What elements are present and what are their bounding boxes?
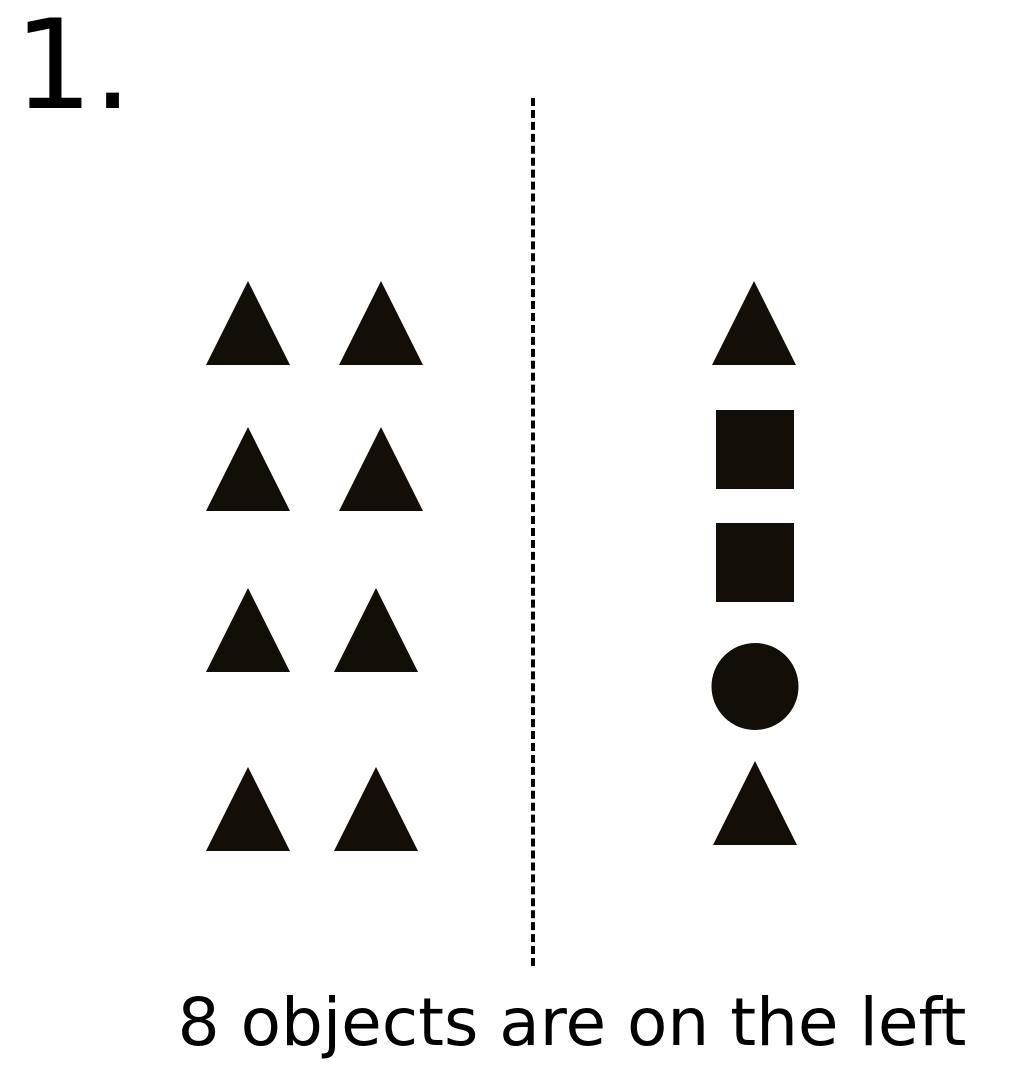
item-number: 1. xyxy=(14,0,133,138)
right-square-3 xyxy=(716,523,794,602)
right-triangle-5 xyxy=(713,761,797,845)
left-triangle-5 xyxy=(206,588,290,672)
dashed-divider xyxy=(531,98,535,966)
left-triangle-1 xyxy=(206,281,290,365)
right-square-2 xyxy=(716,410,794,489)
left-triangle-8 xyxy=(334,767,418,851)
right-circle-4 xyxy=(711,643,799,730)
left-triangle-7 xyxy=(206,767,290,851)
left-triangle-6 xyxy=(334,588,418,672)
left-triangle-2 xyxy=(339,281,423,365)
right-triangle-1 xyxy=(712,281,796,365)
caption: 8 objects are on the left xyxy=(177,984,967,1061)
left-triangle-4 xyxy=(339,427,423,511)
left-triangle-3 xyxy=(206,427,290,511)
